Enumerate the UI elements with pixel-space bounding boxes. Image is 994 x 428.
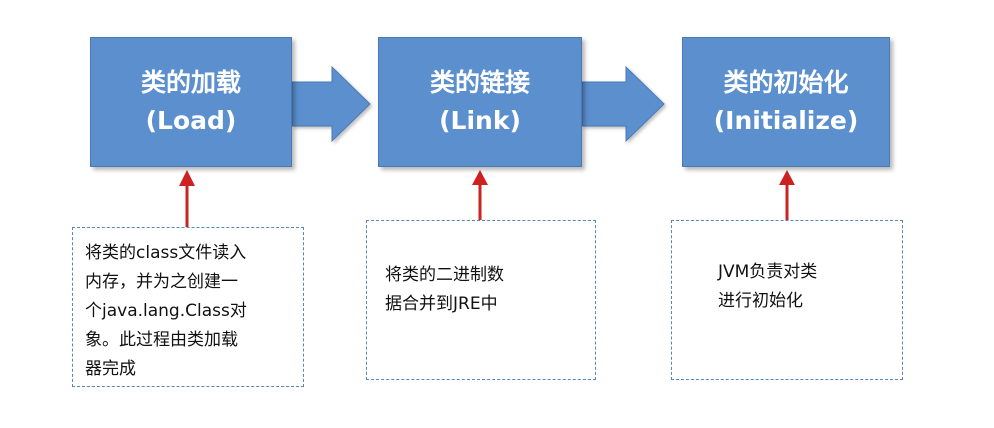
- flow-arrow-load-to-link: [291, 65, 371, 143]
- note-initialize: JVM负责对类 进行初始化: [671, 220, 903, 380]
- note-line: 将类的二进制数: [385, 265, 504, 285]
- stage-subtitle: (Load): [145, 106, 237, 135]
- note-line: 器完成: [85, 359, 136, 379]
- pointer-arrow-load: [179, 170, 195, 227]
- stage-box-initialize: 类的初始化 (Initialize): [682, 37, 890, 167]
- stage-title: 类的初始化: [723, 68, 849, 97]
- note-line: 象。此过程由类加载: [85, 330, 238, 350]
- stage-box-link: 类的链接 (Link): [378, 37, 582, 167]
- note-load: 将类的class文件读入 内存，并为之创建一 个java.lang.Class对…: [72, 227, 304, 387]
- stage-box-load: 类的加载 (Load): [90, 37, 292, 167]
- note-line: 将类的class文件读入: [85, 243, 247, 263]
- stage-subtitle: (Initialize): [713, 106, 859, 135]
- note-line: 据合并到JRE中: [385, 294, 498, 314]
- note-line: 进行初始化: [718, 291, 803, 311]
- note-line: 内存，并为之创建一: [85, 272, 238, 292]
- flow-arrow-link-to-init: [581, 65, 665, 143]
- note-line: 个java.lang.Class对: [85, 301, 247, 321]
- pointer-arrow-link: [472, 170, 488, 220]
- stage-title: 类的链接: [429, 68, 530, 97]
- note-link: 将类的二进制数 据合并到JRE中: [366, 220, 596, 380]
- stage-title: 类的加载: [140, 68, 241, 97]
- stage-subtitle: (Link): [439, 106, 521, 135]
- note-line: JVM负责对类: [718, 262, 818, 282]
- pointer-arrow-init: [779, 170, 795, 220]
